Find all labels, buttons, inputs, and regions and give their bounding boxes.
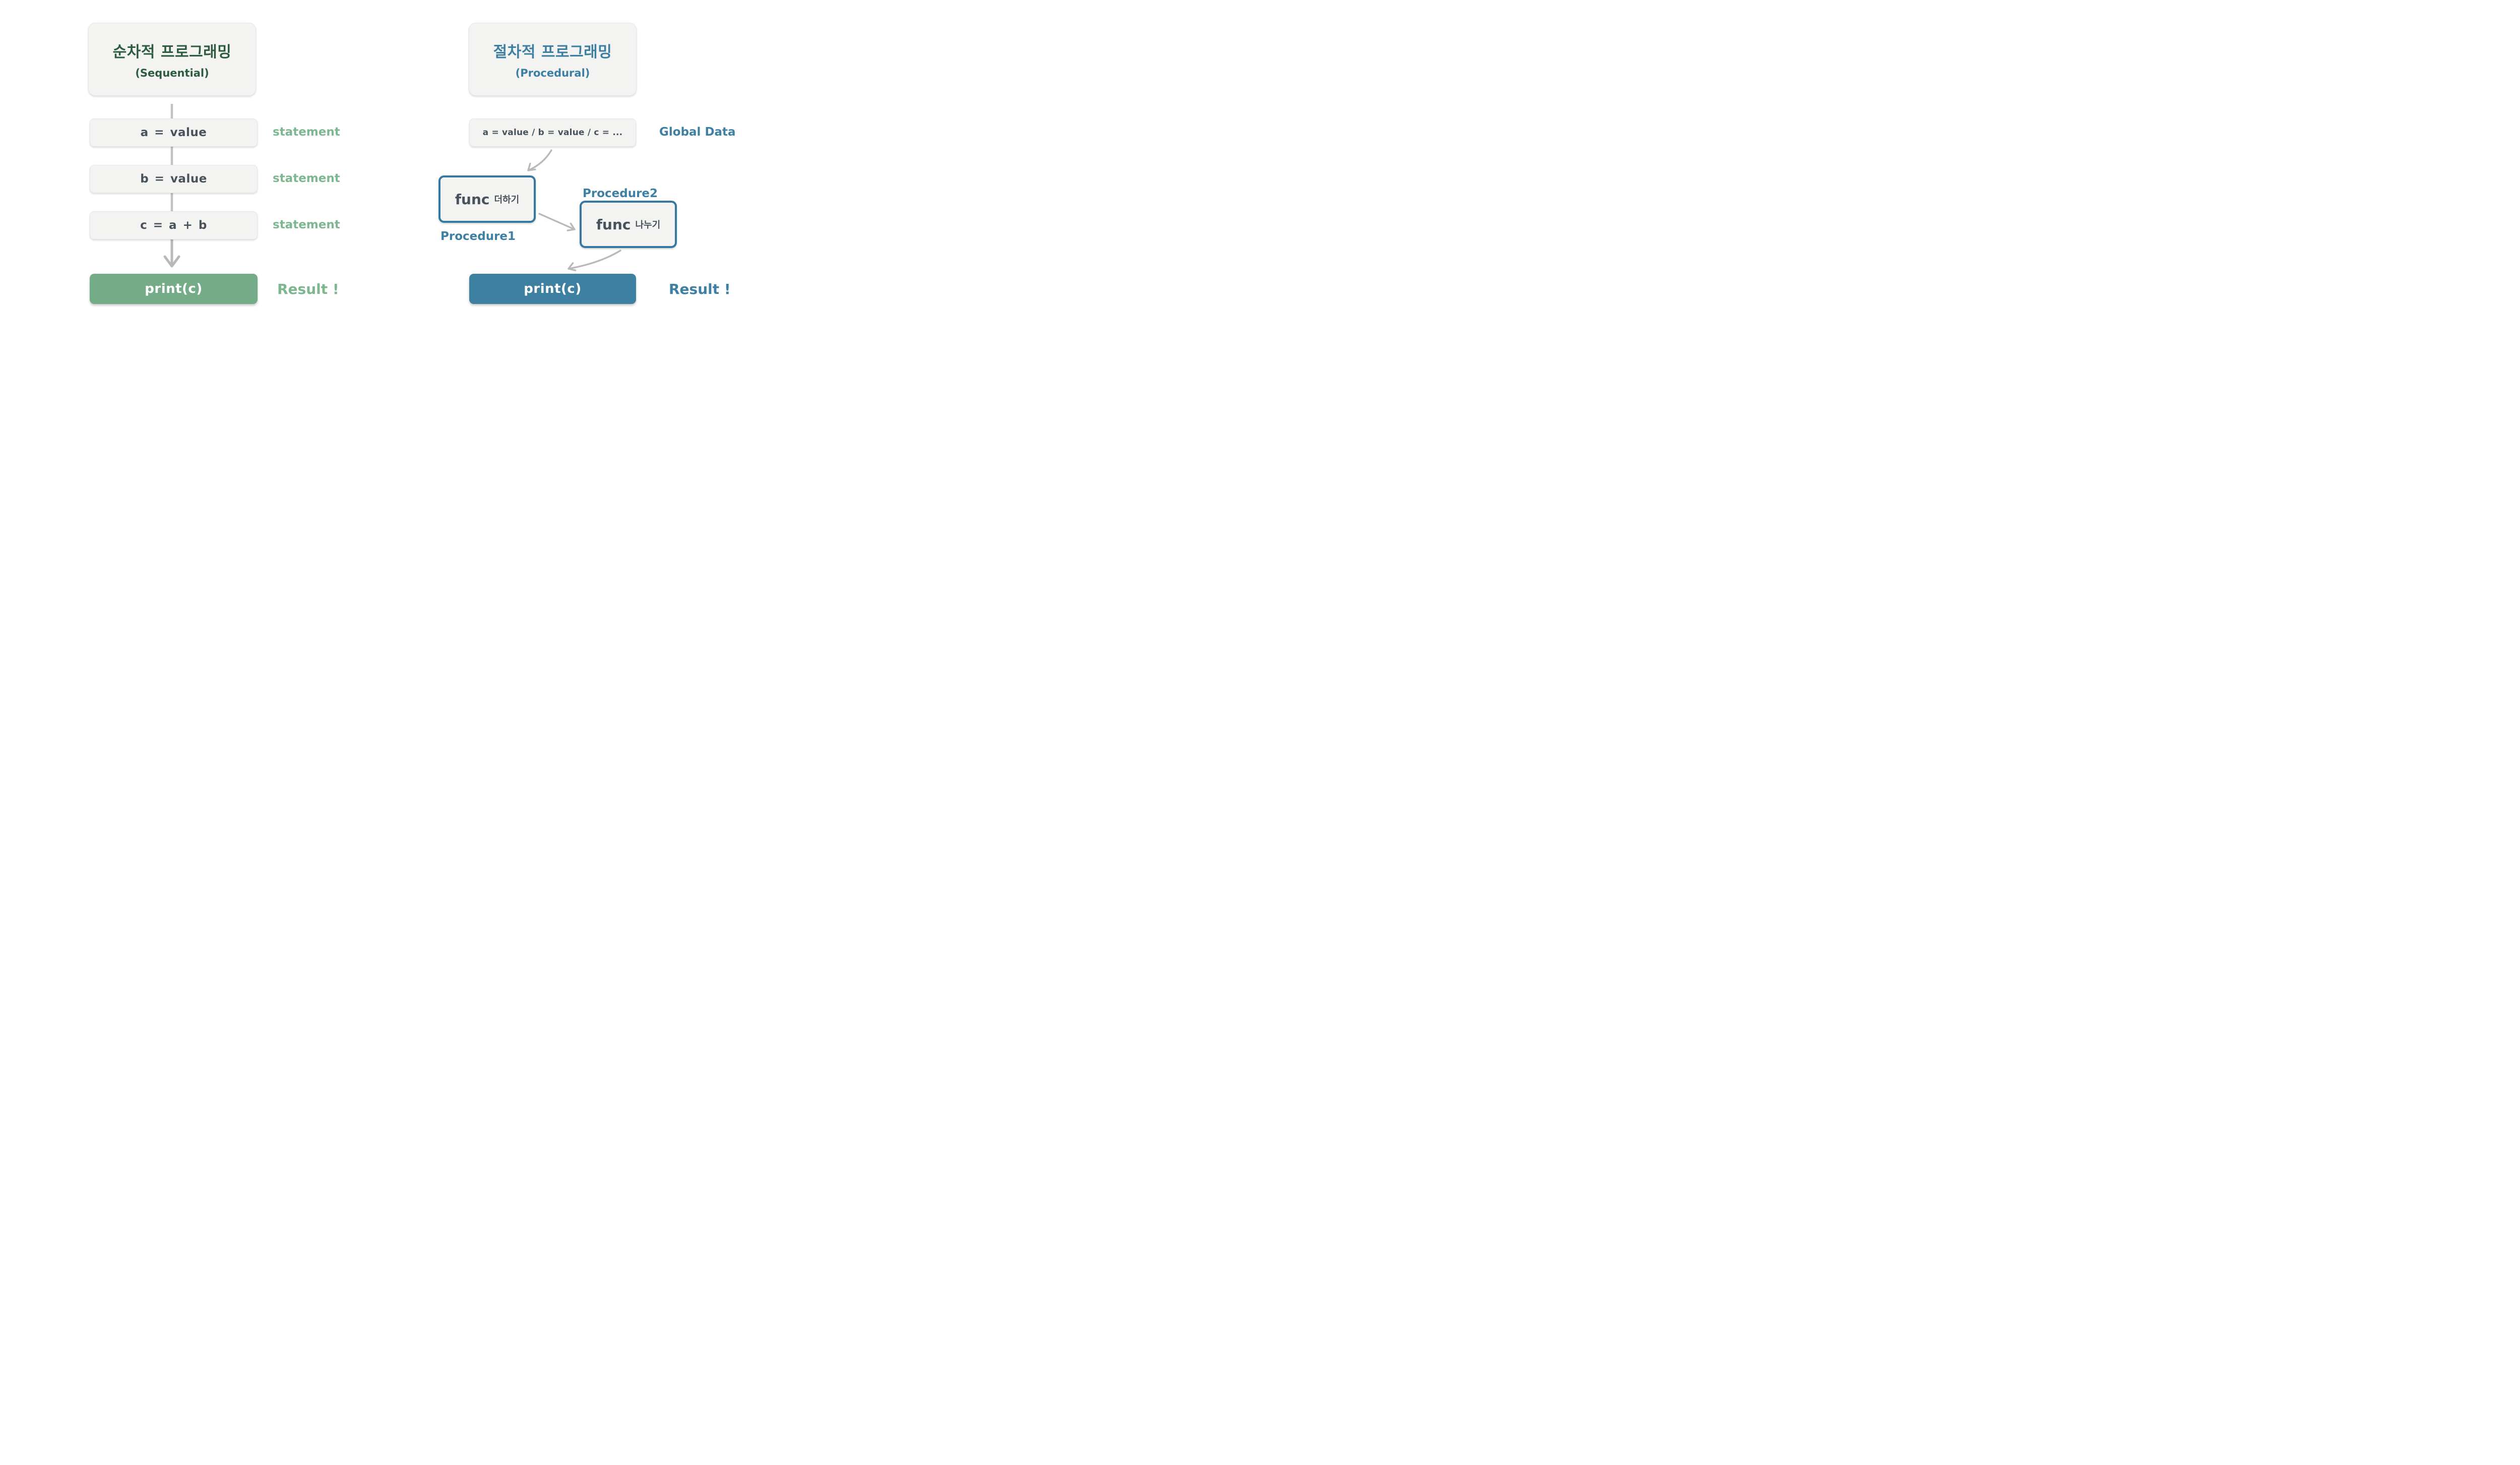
procedure2-label: Procedure2 bbox=[583, 187, 658, 200]
sequential-result-label: Result ! bbox=[277, 281, 339, 297]
statement-label-1: statement bbox=[273, 126, 340, 139]
diagram-canvas: 순차적 프로그래밍 (Sequential) a = value stateme… bbox=[0, 0, 790, 326]
down-right-arrow-icon bbox=[538, 213, 576, 230]
global-data-label: Global Data bbox=[659, 126, 736, 139]
statement-code: a = value bbox=[140, 126, 207, 139]
down-right-arrow-head-icon bbox=[566, 222, 576, 231]
statement-box-c: c = a + b bbox=[90, 211, 258, 239]
statement-box-a: a = value bbox=[90, 118, 258, 147]
global-data-code: a = value / b = value / c = ... bbox=[482, 128, 623, 138]
sequential-result-code: print(c) bbox=[145, 281, 203, 296]
procedural-title-card: 절차적 프로그래밍 (Procedural) bbox=[469, 23, 637, 96]
procedural-result-box: print(c) bbox=[469, 274, 636, 304]
global-data-box: a = value / b = value / c = ... bbox=[469, 118, 636, 147]
statement-code: c = a + b bbox=[140, 219, 207, 232]
statement-label-2: statement bbox=[273, 172, 340, 185]
sequential-title: 순차적 프로그래밍 bbox=[112, 43, 232, 61]
func-name: 나누기 bbox=[635, 220, 661, 230]
statement-code: b = value bbox=[140, 172, 207, 186]
procedural-result-code: print(c) bbox=[524, 281, 582, 296]
sequential-title-card: 순차적 프로그래밍 (Sequential) bbox=[88, 23, 256, 96]
statement-box-b: b = value bbox=[90, 165, 258, 193]
down-left-arrow-icon bbox=[568, 250, 621, 270]
statement-label-3: statement bbox=[273, 218, 340, 231]
curved-down-left-arrow-icon bbox=[527, 149, 552, 171]
curved-down-left-arrow-head-icon bbox=[527, 162, 536, 171]
procedure1-label: Procedure1 bbox=[440, 230, 516, 243]
flow-connectors-layer bbox=[163, 104, 621, 271]
procedural-result-label: Result ! bbox=[669, 281, 731, 297]
procedure2-box: func 나누기 bbox=[580, 201, 677, 248]
procedural-subtitle: (Procedural) bbox=[515, 67, 590, 79]
sequential-result-box: print(c) bbox=[90, 274, 258, 304]
sequential-subtitle: (Sequential) bbox=[135, 67, 209, 79]
procedural-title: 절차적 프로그래밍 bbox=[493, 43, 612, 61]
func-name: 더하기 bbox=[494, 195, 520, 205]
func-keyword: func bbox=[455, 191, 490, 208]
procedure1-box: func 더하기 bbox=[438, 175, 536, 223]
down-left-arrow-head-icon bbox=[568, 262, 577, 271]
func-keyword: func bbox=[596, 216, 631, 233]
down-arrow-head-icon bbox=[163, 255, 180, 268]
